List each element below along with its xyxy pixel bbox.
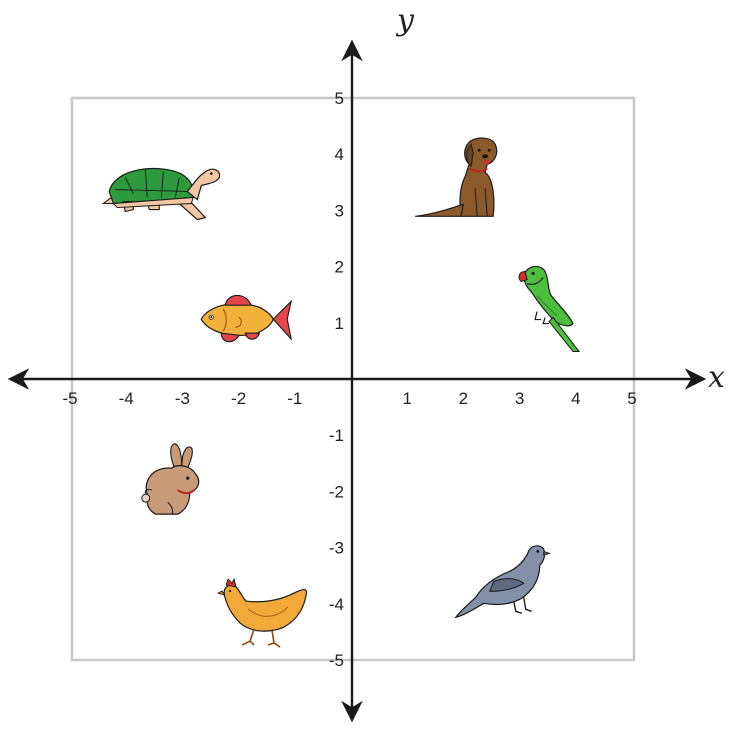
parrot-icon: [518, 265, 581, 353]
x-tick-label: -5: [62, 389, 77, 408]
pigeon-icon: [454, 545, 552, 619]
x-tick-label: 2: [459, 389, 468, 408]
x-tick-label: -2: [231, 389, 246, 408]
fish-icon: [200, 294, 293, 343]
chicken-icon: [216, 577, 308, 648]
x-tick-labels: -5 -4 -3 -2 -1 1 2 3 4 5: [62, 389, 636, 408]
y-tick-label: -3: [329, 539, 344, 558]
x-tick-label: -1: [287, 389, 302, 408]
turtle-icon: [101, 167, 221, 221]
dog-icon: [415, 137, 498, 217]
y-tick-labels: 5 4 3 2 1 -1 -2 -3 -4 -5: [329, 89, 344, 670]
y-tick-label: 5: [335, 89, 344, 108]
x-axis-label: x: [708, 360, 725, 395]
y-tick-label: -4: [329, 595, 344, 614]
y-tick-label: -5: [329, 651, 344, 670]
y-tick-label: -1: [329, 426, 344, 445]
x-tick-label: -3: [175, 389, 190, 408]
y-tick-label: 1: [335, 314, 344, 333]
y-tick-label: 3: [335, 201, 344, 220]
y-tick-label: -2: [329, 482, 344, 501]
rabbit-icon: [141, 443, 200, 515]
x-tick-label: 4: [571, 389, 580, 408]
y-tick-label: 2: [335, 258, 344, 277]
x-tick-label: -4: [119, 389, 134, 408]
x-tick-label: 5: [627, 389, 636, 408]
y-axis-label: y: [395, 3, 415, 38]
y-tick-label: 4: [335, 145, 344, 164]
x-tick-label: 1: [402, 389, 411, 408]
x-tick-label: 3: [515, 389, 524, 408]
